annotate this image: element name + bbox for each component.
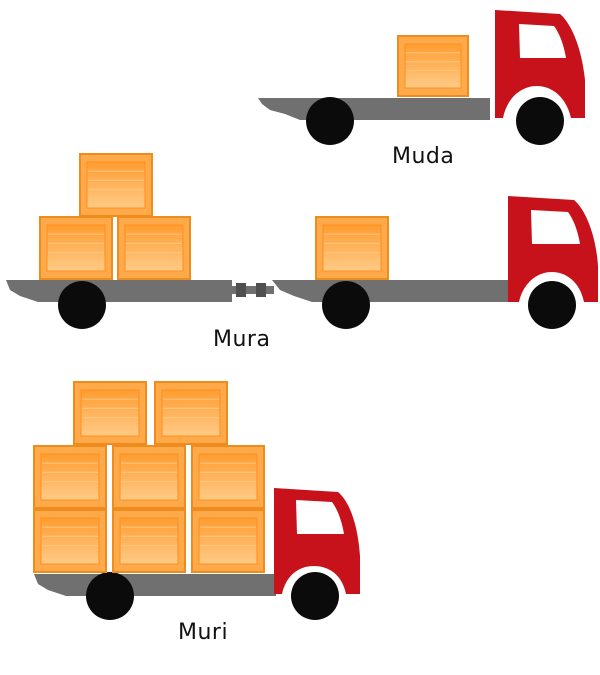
- crate: [112, 509, 186, 573]
- truck-window: [519, 24, 566, 58]
- crate-panel: [86, 161, 146, 209]
- wheel-icon: [516, 97, 564, 145]
- muda-truck: [258, 10, 585, 145]
- crate-panel: [198, 517, 258, 565]
- crate: [33, 509, 107, 573]
- crate-panel: [404, 43, 462, 89]
- crate-panel: [119, 517, 179, 565]
- wheel-icon: [291, 572, 339, 620]
- wheel-icon: [306, 97, 354, 145]
- truck-cab: [508, 196, 598, 302]
- crate-panel: [161, 389, 221, 437]
- tow-hitch: [256, 283, 266, 297]
- crate-panel: [40, 453, 100, 501]
- crate-panel: [80, 389, 140, 437]
- crate-panel: [119, 453, 179, 501]
- crate: [79, 153, 153, 217]
- muri-label: Muri: [178, 620, 229, 645]
- tow-hitch: [236, 283, 246, 297]
- crate-panel: [198, 453, 258, 501]
- truck-bed: [258, 98, 490, 120]
- crate-panel: [46, 224, 106, 272]
- muda-label: Muda: [392, 144, 455, 169]
- crate: [117, 216, 191, 280]
- crate: [191, 509, 265, 573]
- mura-truck: [6, 153, 598, 329]
- wheel-icon: [528, 281, 576, 329]
- wheel-icon: [86, 572, 134, 620]
- crate: [33, 445, 107, 509]
- crate-panel: [322, 224, 382, 272]
- crate-panel: [40, 517, 100, 565]
- crate: [397, 35, 469, 97]
- truck-window: [296, 500, 344, 534]
- crate: [154, 381, 228, 445]
- crate: [73, 381, 147, 445]
- crate: [39, 216, 113, 280]
- truck-window: [531, 210, 580, 244]
- wheel-icon: [58, 281, 106, 329]
- truck-bed: [34, 574, 276, 596]
- truck-bed: [272, 280, 510, 302]
- muri-truck: [33, 381, 360, 620]
- tow-hitch: [230, 286, 274, 294]
- crate: [112, 445, 186, 509]
- truck-cab: [495, 10, 585, 118]
- wheel-icon: [322, 281, 370, 329]
- mura-label: Mura: [213, 327, 271, 352]
- crate: [191, 445, 265, 509]
- crate-panel: [124, 224, 184, 272]
- trailer-bed: [6, 280, 232, 302]
- crate: [315, 216, 389, 280]
